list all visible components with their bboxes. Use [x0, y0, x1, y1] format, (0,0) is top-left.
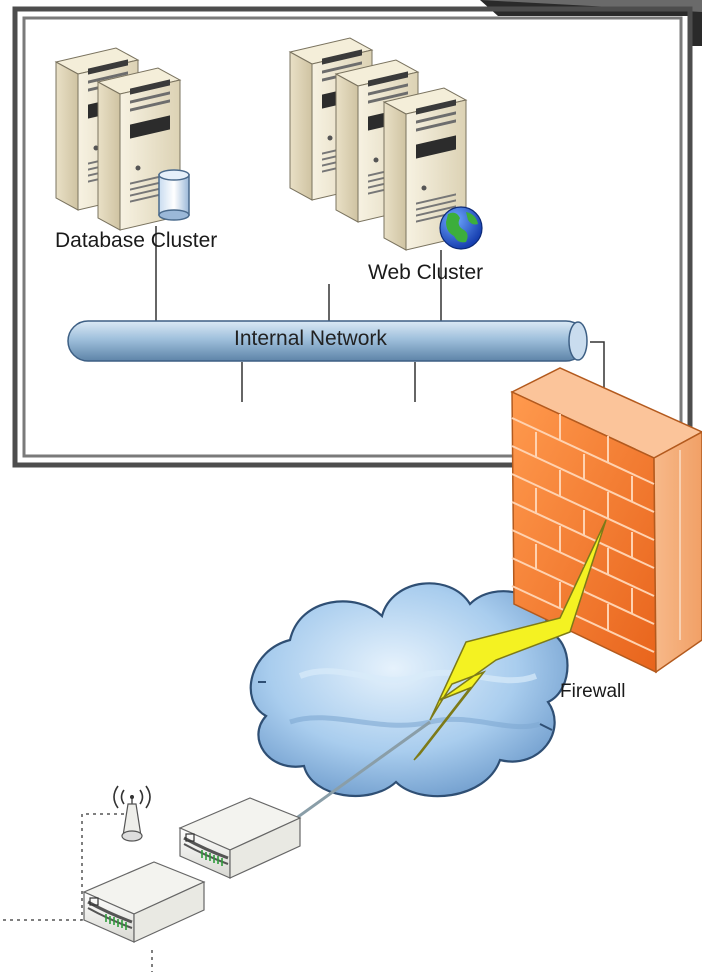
cloud-icon	[249, 582, 569, 798]
database-cluster-label: Database Cluster	[55, 229, 218, 252]
database-cluster	[55, 47, 190, 231]
router-icon	[82, 860, 206, 944]
internal-network-pipe	[67, 320, 588, 362]
network-links	[155, 226, 605, 402]
modem-icon	[178, 796, 302, 880]
wireless-icon	[113, 785, 151, 842]
globe-icon	[439, 206, 483, 250]
web-cluster-label: Web Cluster	[368, 261, 484, 284]
firewall-label: Firewall	[560, 681, 626, 702]
internal-network-label: Internal Network	[234, 327, 387, 350]
database-icon	[158, 169, 190, 221]
web-cluster	[289, 37, 483, 251]
dashed-links	[0, 813, 153, 972]
